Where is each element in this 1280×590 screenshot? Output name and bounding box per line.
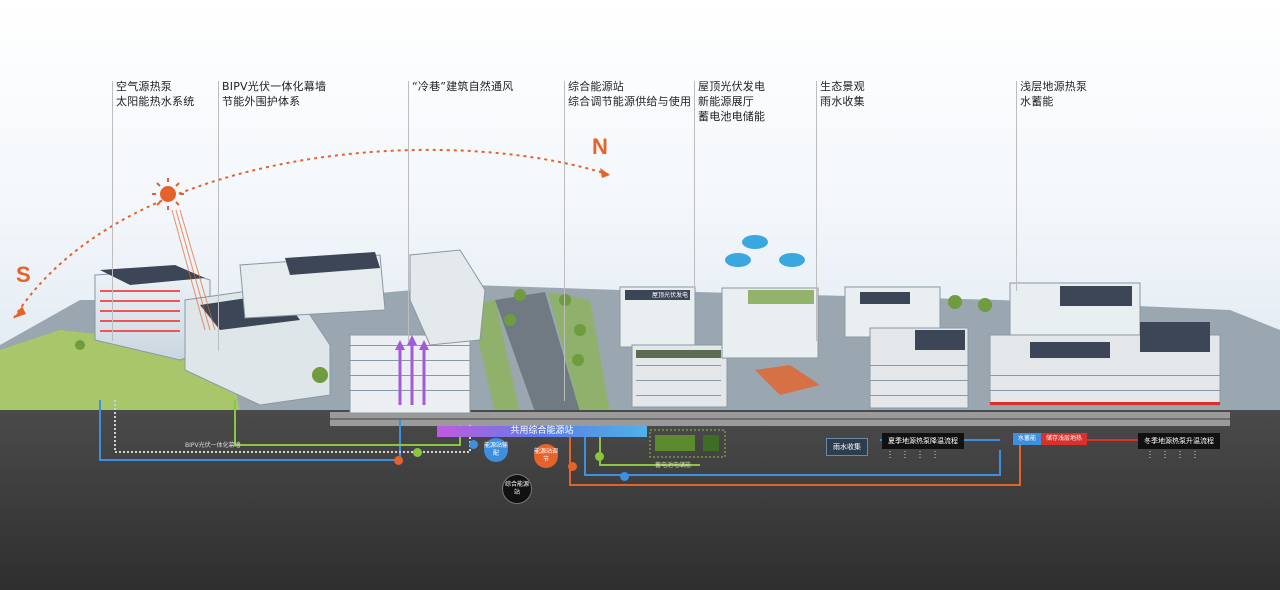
road-shoulder-2 <box>548 292 610 412</box>
shared-energy-station-bar: 共用综合能源站 <box>437 426 647 437</box>
trees <box>75 289 992 383</box>
callout-line-1: 综合能源站 <box>568 80 624 93</box>
hub-left-node: 能源站输配 <box>484 438 508 462</box>
callout-rooftop-pv: 屋顶光伏发电 新能源展厅 蓄电池电储能 <box>694 79 766 291</box>
pipe-node-icon <box>595 452 604 461</box>
sun-path <box>13 148 611 319</box>
callout-line-3: 蓄电池电储能 <box>698 110 766 123</box>
roof-pv-label: 屋顶光伏发电 <box>652 292 689 299</box>
building-cold-lane <box>349 249 486 414</box>
bipv-facade-label: BIPV光伏一体化幕墙 <box>185 442 241 449</box>
pipe-node-icon <box>568 462 577 471</box>
building-bipv <box>184 252 386 406</box>
callout-line-1: 浅层地源热泵 <box>1020 80 1088 93</box>
road <box>495 292 580 412</box>
battery-label: 蓄电池电储能 <box>655 462 692 469</box>
ground-section <box>0 410 1280 590</box>
water-storage-label: 水蓄能 <box>1013 433 1042 445</box>
callout-energy-station: 综合能源站 综合调节能源供给与使用 <box>564 79 692 401</box>
battery-bank <box>649 429 726 458</box>
callout-line-2: 节能外围护体系 <box>222 95 301 108</box>
building-pv-hall <box>721 287 820 395</box>
callout-line-1: BIPV光伏一体化幕墙 <box>222 80 327 93</box>
callout-air-source-heat-pump: 空气源热泵 太阳能热水系统 <box>112 79 195 341</box>
cloud-icons <box>725 235 805 267</box>
building-energy-station <box>619 286 728 408</box>
callout-line-1: 屋顶光伏发电 <box>698 80 766 93</box>
callout-line-2: 水蓄能 <box>1020 95 1054 108</box>
building-eco <box>844 286 969 409</box>
pipe-node-icon <box>620 472 629 481</box>
callout-line-1: 空气源热泵 <box>116 80 172 93</box>
summer-process-badge: 夏季地源热泵降温流程 <box>882 433 964 449</box>
road-shoulder <box>470 300 520 412</box>
rain-collection-badge: 雨水收集 <box>826 438 868 456</box>
callout-line-2: 雨水收集 <box>820 95 865 108</box>
sun-icon <box>152 178 216 331</box>
callout-cold-lane: “冷巷”建筑自然通风 <box>408 79 514 341</box>
winter-process-badge: 冬季地源热泵升温流程 <box>1138 433 1220 449</box>
callout-line-1: “冷巷”建筑自然通风 <box>412 80 514 93</box>
callout-bipv: BIPV光伏一体化幕墙 节能外围护体系 <box>218 79 327 351</box>
water-storage-note: 储存浅层地热 <box>1041 433 1088 445</box>
callout-line-1: 生态景观 <box>820 80 865 93</box>
callout-line-2: 新能源展厅 <box>698 95 754 108</box>
water-storage-tag: 水蓄能 储存浅层地热 <box>1013 433 1088 445</box>
callout-line-2: 综合调节能源供给与使用 <box>568 95 692 108</box>
pipe-lines <box>99 400 1140 486</box>
pipe-node-icon <box>394 456 403 465</box>
compass-north: N <box>592 134 608 159</box>
pipe-node-icon <box>469 440 478 449</box>
pipe-node-icon <box>413 448 422 457</box>
compass-south: S <box>16 262 31 287</box>
hub-right-node: 能源站调节 <box>534 444 558 468</box>
callout-ecology: 生态景观 雨水收集 <box>816 79 865 341</box>
callout-geothermal: 浅层地源热泵 水蓄能 <box>1016 79 1088 291</box>
building-geothermal <box>989 282 1221 406</box>
geothermal-probes <box>889 448 1196 460</box>
hub-center-node: 综合能源站 <box>502 474 532 504</box>
callout-line-2: 太阳能热水系统 <box>116 95 195 108</box>
